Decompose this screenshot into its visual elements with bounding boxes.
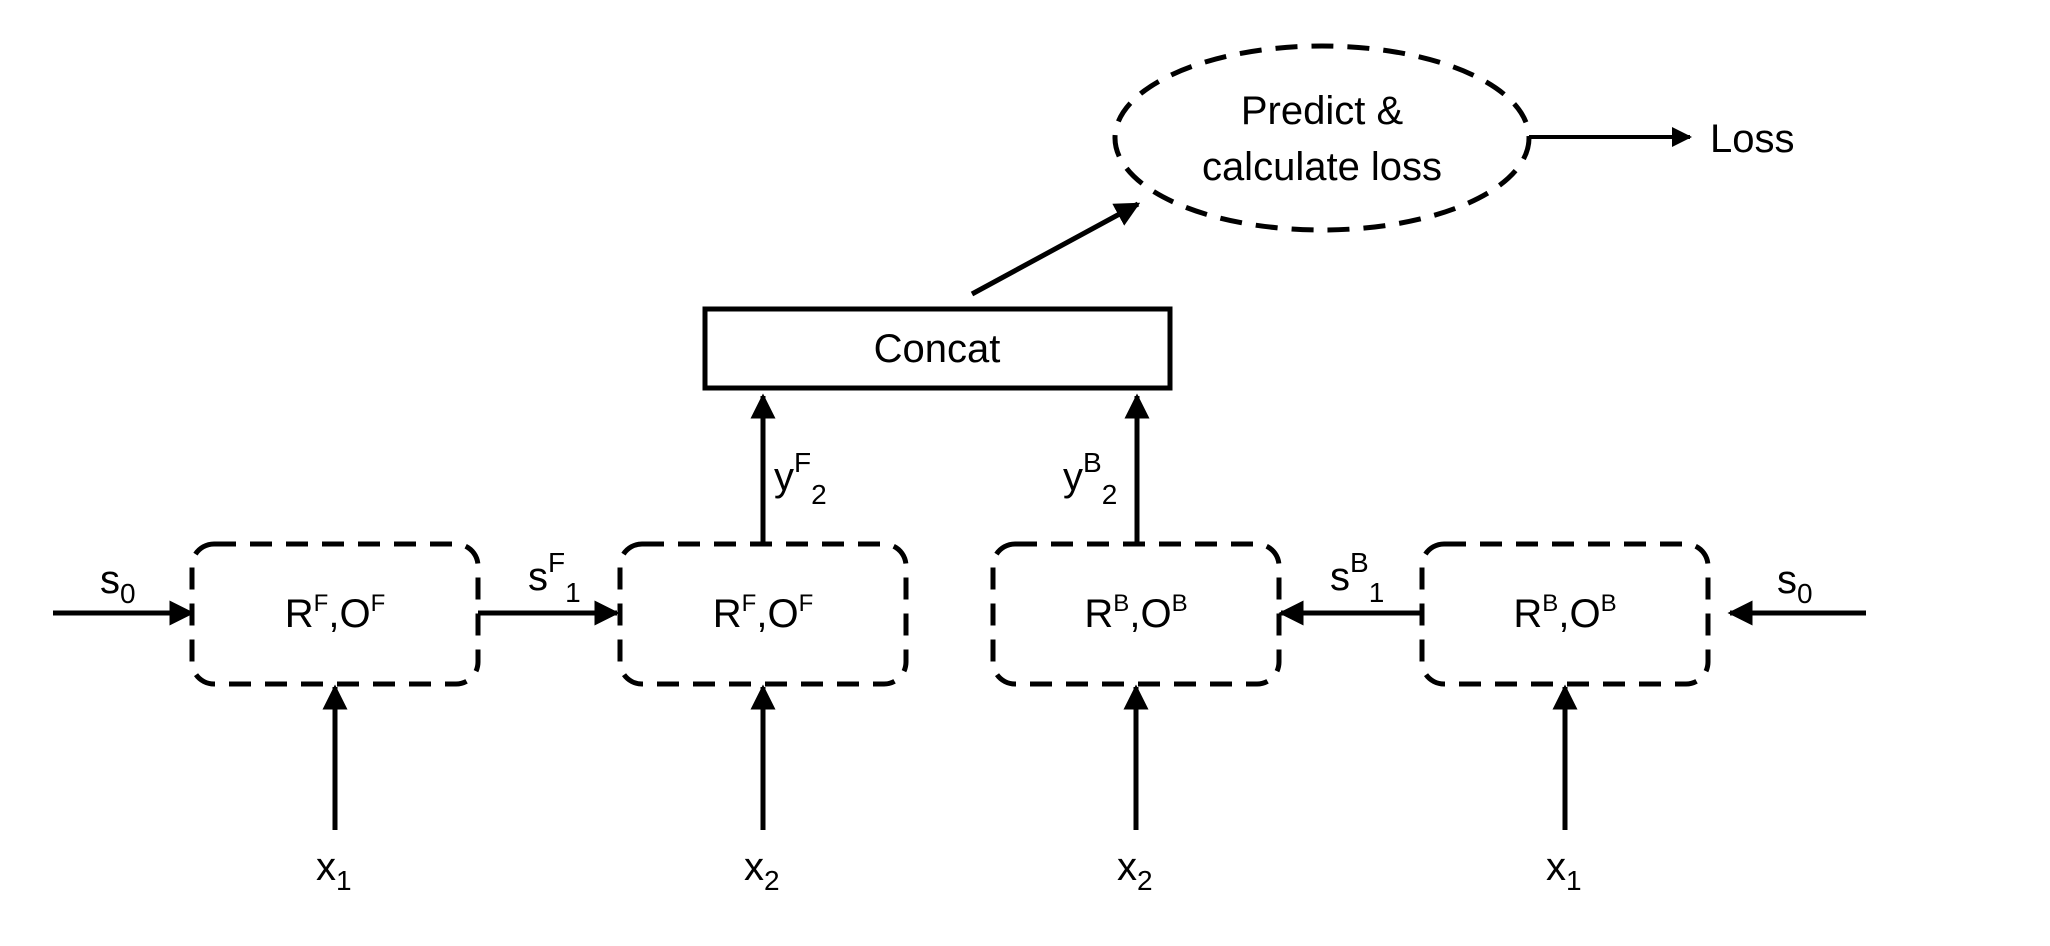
- backward-output-label: yB2: [1063, 447, 1117, 510]
- forward-input-1-label: x1: [316, 845, 352, 896]
- loss-label: Loss: [1710, 117, 1795, 161]
- forward-input-2-label: x2: [744, 845, 780, 896]
- forward-state-mid-label: sF1: [528, 547, 581, 608]
- forward-output-label: yF2: [774, 447, 827, 510]
- backward-state-in-label: s0: [1777, 558, 1813, 609]
- forward-cell-1-label: RF,OF: [285, 590, 385, 636]
- concat-label: Concat: [874, 327, 1001, 371]
- backward-cell-1-label: RB,OB: [1084, 590, 1187, 636]
- forward-cell-2: [617, 541, 909, 687]
- calculate-loss-label: calculate loss: [1202, 145, 1442, 189]
- predict-label: Predict &: [1241, 89, 1404, 133]
- forward-state-in-label: s0: [100, 558, 136, 609]
- forward-cell-2-label: RF,OF: [713, 590, 813, 636]
- predict-loss-ellipse: [1112, 43, 1532, 233]
- backward-input-1-label: x2: [1117, 845, 1153, 896]
- backward-input-2-label: x1: [1546, 845, 1582, 896]
- concat-to-ellipse-arrow: [970, 201, 1141, 297]
- concat-box: [702, 306, 1173, 391]
- backward-state-mid-label: sB1: [1330, 547, 1384, 608]
- backward-cell-2-label: RB,OB: [1513, 590, 1616, 636]
